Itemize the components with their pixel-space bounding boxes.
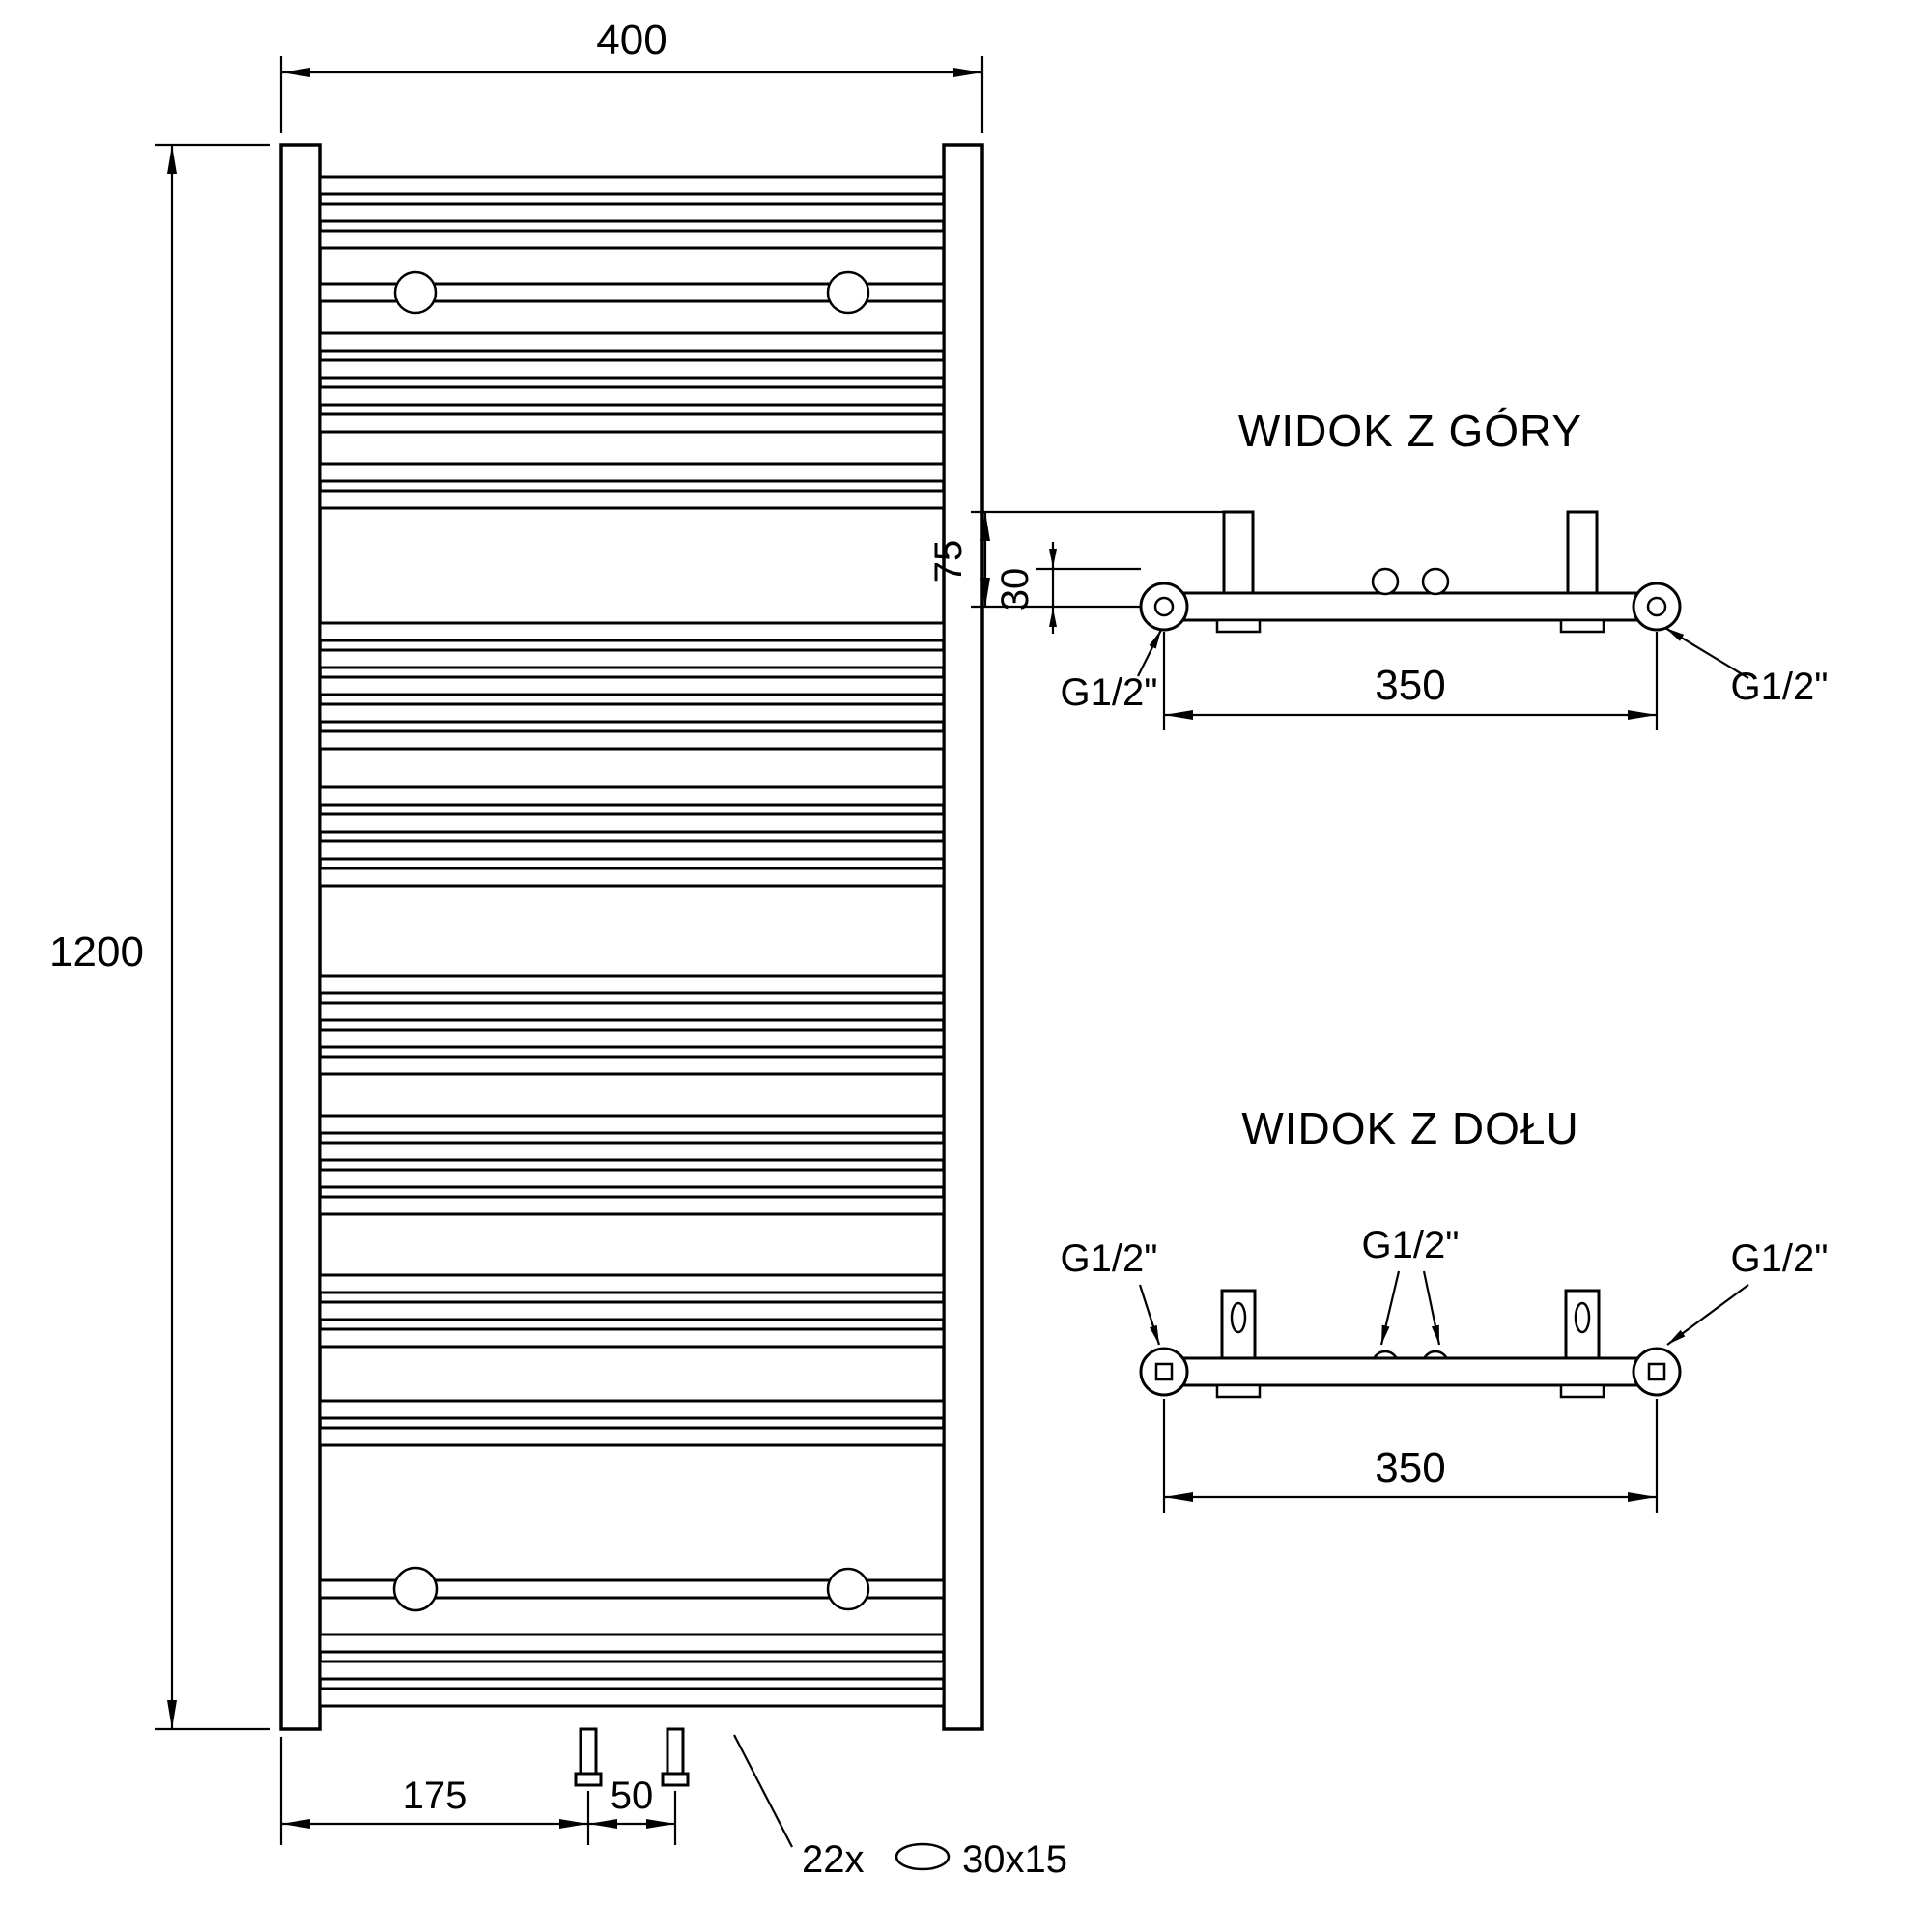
- hanger-bracket-top-right: [826, 270, 870, 315]
- bottom-view-left-bracket-foot: [1215, 1383, 1262, 1399]
- top-view-title: WIDOK Z GÓRY: [1238, 406, 1582, 456]
- rung: [318, 1141, 946, 1162]
- top-view: WIDOK Z GÓRY 75 30 350: [927, 406, 1828, 730]
- tube-profile-label: 30x15: [962, 1838, 1067, 1881]
- top-view-span-label: 350: [1375, 662, 1445, 709]
- right-stub-cap: [661, 1772, 690, 1787]
- bottom-view-title: WIDOK Z DOŁU: [1241, 1103, 1578, 1153]
- top-view-right-port: [1646, 596, 1667, 617]
- left-stub: [579, 1727, 598, 1776]
- rung: [318, 1300, 946, 1321]
- rung: [318, 675, 946, 696]
- height-dimension: 1200: [49, 143, 270, 1731]
- rung: [318, 1578, 946, 1600]
- rung: [318, 1426, 946, 1447]
- top-view-depth-label: 75: [927, 540, 970, 583]
- hanger-brackets: [392, 270, 870, 1612]
- rung: [318, 175, 946, 196]
- rung: [318, 867, 946, 888]
- bottom-view-bar: [1162, 1356, 1659, 1387]
- bottom-view-left-bracket-slot: [1230, 1301, 1247, 1334]
- bottom-view-right-bracket-foot: [1559, 1383, 1605, 1399]
- bottom-view-span-label: 350: [1375, 1444, 1445, 1492]
- rung: [318, 1273, 946, 1294]
- bottom-view-center-callout: G1/2": [1362, 1224, 1460, 1346]
- front-view: 400 1200 175 50 22x 30x15: [49, 16, 1067, 1881]
- top-view-left-connection-label: G1/2": [1061, 671, 1158, 714]
- right-rail: [942, 143, 984, 1731]
- rung: [318, 812, 946, 834]
- bottom-view-left-port: [1154, 1362, 1174, 1381]
- rung: [318, 462, 946, 483]
- hanger-bracket-top-left: [393, 270, 438, 315]
- top-view-depth-dimensions: 75 30: [927, 510, 1224, 634]
- rung: [318, 489, 946, 510]
- rung: [318, 1055, 946, 1076]
- width-dimension-label: 400: [596, 16, 667, 64]
- width-dimension: 400: [279, 16, 984, 133]
- bottom-dimensions: 175 50: [279, 1737, 677, 1845]
- left-rail: [279, 143, 322, 1731]
- bottom-view: WIDOK Z DOŁU G1/2" G1/2" G1/2": [1061, 1103, 1829, 1513]
- rung: [318, 282, 946, 303]
- bottom-view-right-bracket-slot: [1574, 1301, 1591, 1334]
- top-view-center-port-left: [1371, 567, 1400, 596]
- right-stub: [666, 1727, 685, 1776]
- rung: [318, 702, 946, 724]
- bottom-view-span-dimension: 350: [1162, 1399, 1659, 1513]
- rung: [318, 621, 946, 642]
- rung: [318, 412, 946, 434]
- rung: [318, 331, 946, 353]
- tube-count-label: 22x: [802, 1838, 865, 1881]
- rung: [318, 974, 946, 995]
- top-view-right-bracket: [1566, 510, 1599, 595]
- rung: [318, 385, 946, 407]
- rung: [318, 202, 946, 223]
- top-view-left-port: [1153, 596, 1175, 617]
- rung: [318, 1327, 946, 1349]
- top-view-left-bracket: [1222, 510, 1255, 595]
- bottom-view-left-connection-label: G1/2": [1061, 1237, 1158, 1280]
- rung: [318, 1633, 946, 1654]
- top-view-center-port-right: [1421, 567, 1450, 596]
- rung: [318, 358, 946, 380]
- rung: [318, 229, 946, 250]
- rung: [318, 1001, 946, 1022]
- bottom-view-right-connection-label: G1/2": [1731, 1237, 1829, 1280]
- top-view-span-dimension: 350: [1162, 632, 1659, 730]
- top-view-offset-label: 30: [994, 568, 1037, 611]
- bottom-connection-stubs: [574, 1727, 690, 1787]
- rung: [318, 648, 946, 669]
- tube-profile-oval-icon: [895, 1842, 951, 1871]
- rung: [318, 1028, 946, 1049]
- rung: [318, 729, 946, 751]
- height-dimension-label: 1200: [49, 928, 144, 976]
- rung: [318, 1660, 946, 1681]
- rung: [318, 1195, 946, 1216]
- rung: [318, 1168, 946, 1189]
- radiator-rungs: [318, 175, 946, 1708]
- rung: [318, 839, 946, 861]
- hanger-bracket-bottom-right: [826, 1567, 870, 1611]
- stub-offset-label: 175: [403, 1775, 468, 1817]
- rung: [318, 785, 946, 807]
- top-view-right-bracket-foot: [1559, 618, 1605, 634]
- top-view-bar: [1162, 591, 1659, 622]
- rung: [318, 1399, 946, 1420]
- rung: [318, 1114, 946, 1135]
- bottom-view-connection-callouts: G1/2" G1/2": [1061, 1237, 1829, 1346]
- top-view-left-bracket-foot: [1215, 618, 1262, 634]
- rung: [318, 1687, 946, 1708]
- left-stub-cap: [574, 1772, 603, 1787]
- stub-spacing-label: 50: [611, 1775, 654, 1817]
- bottom-view-right-port: [1647, 1362, 1666, 1381]
- hanger-bracket-bottom-left: [392, 1566, 439, 1612]
- top-view-right-connection-label: G1/2": [1731, 666, 1829, 708]
- tube-profile-callout: 22x 30x15: [733, 1734, 1067, 1881]
- bottom-view-center-connection-label: G1/2": [1362, 1224, 1460, 1266]
- top-view-connection-callouts: G1/2" G1/2": [1061, 627, 1829, 714]
